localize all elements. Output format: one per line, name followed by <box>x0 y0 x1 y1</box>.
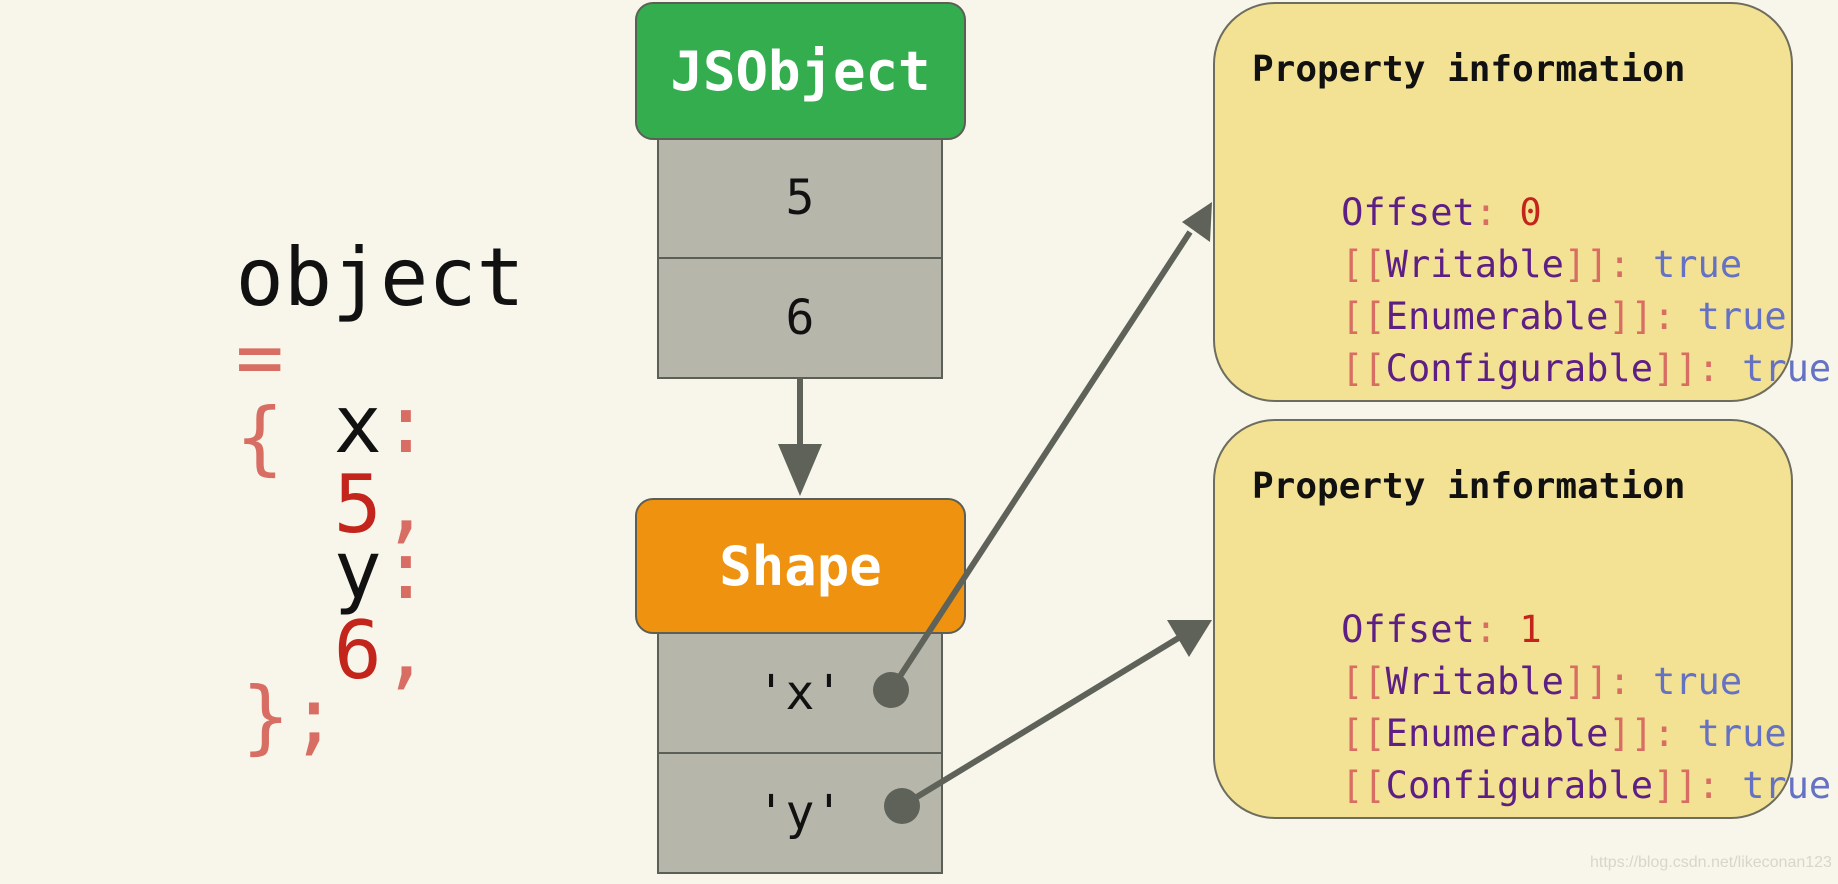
jsobject-header: JSObject <box>635 2 966 140</box>
panel-offset-line: Offset: 0 <box>1252 157 1542 268</box>
panel-title: Property information <box>1252 49 1686 90</box>
configurable-label: Configurable <box>1385 764 1653 807</box>
code-line-2: x: 5, <box>141 305 430 625</box>
code-key-y: y <box>333 524 382 617</box>
configurable-close-brackets: ]]: <box>1652 764 1743 807</box>
code-key-x: x <box>333 378 382 471</box>
shape-slot-key-y: 'y' <box>657 752 943 874</box>
panel-offset-line: Offset: 1 <box>1252 574 1542 685</box>
enumerable-label: Enumerable <box>1385 295 1609 338</box>
writable-open-brackets: [[ <box>1341 660 1386 703</box>
writable-open-brackets: [[ <box>1341 243 1386 286</box>
configurable-value: true <box>1742 347 1832 390</box>
code-comma: , <box>381 604 430 697</box>
offset-colon: : <box>1474 191 1520 234</box>
panel-configurable-line: [[Configurable]]: true <box>1252 730 1831 841</box>
configurable-label: Configurable <box>1385 347 1653 390</box>
shape-header: Shape <box>635 498 966 634</box>
code-colon: : <box>381 524 430 617</box>
panel-title: Property information <box>1252 466 1686 507</box>
jsobject-slot-value-0: 5 <box>657 137 943 259</box>
shape-slot-key-x: 'x' <box>657 632 943 754</box>
enumerable-open-brackets: [[ <box>1341 712 1386 755</box>
code-comma: , <box>381 458 430 551</box>
code-line-4: }; <box>49 597 338 837</box>
enumerable-open-brackets: [[ <box>1341 295 1386 338</box>
code-assign-operator: = <box>235 311 284 404</box>
configurable-open-brackets: [[ <box>1341 764 1386 807</box>
panel-configurable-line: [[Configurable]]: true <box>1252 313 1831 424</box>
enumerable-value: true <box>1697 295 1787 338</box>
code-line-3: y: 6, <box>141 451 430 771</box>
watermark-url: https://blog.csdn.net/likeconan123 <box>1590 854 1832 871</box>
jsobject-slot-value-1: 6 <box>657 257 943 379</box>
offset-label: Offset <box>1341 191 1475 234</box>
code-open-brace: { <box>235 391 284 484</box>
writable-close-brackets: ]]: <box>1563 243 1653 286</box>
writable-close-brackets: ]]: <box>1563 660 1653 703</box>
code-value-6: 6 <box>333 604 382 697</box>
offset-value: 0 <box>1519 191 1542 234</box>
code-colon: : <box>381 378 430 471</box>
panel-enumerable-line: [[Enumerable]]: true <box>1252 678 1787 789</box>
property-info-panel-y: Property information Offset: 1 [[Writabl… <box>1213 419 1831 819</box>
configurable-value: true <box>1742 764 1832 807</box>
code-line-1: object = { <box>43 158 525 558</box>
offset-value: 1 <box>1519 608 1542 651</box>
jsobject-title: JSObject <box>670 39 931 103</box>
panel-writable-line: [[Writable]]: true <box>1252 626 1742 737</box>
writable-label: Writable <box>1385 660 1564 703</box>
code-close-brace: }; <box>241 670 338 763</box>
panel-writable-line: [[Writable]]: true <box>1252 209 1742 320</box>
jsobject-slot-value-0-text: 5 <box>785 170 815 226</box>
enumerable-close-brackets: ]]: <box>1608 295 1698 338</box>
panel-enumerable-line: [[Enumerable]]: true <box>1252 261 1787 372</box>
writable-value: true <box>1653 660 1743 703</box>
enumerable-value: true <box>1697 712 1787 755</box>
enumerable-close-brackets: ]]: <box>1608 712 1698 755</box>
property-info-panel-x: Property information Offset: 0 [[Writabl… <box>1213 2 1831 402</box>
shape-title: Shape <box>719 534 882 598</box>
offset-label: Offset <box>1341 608 1475 651</box>
shape-key-y-text: 'y' <box>756 785 844 841</box>
shape-key-x-text: 'x' <box>756 665 844 721</box>
jsobject-to-shape-arrow <box>778 378 822 496</box>
enumerable-label: Enumerable <box>1385 712 1609 755</box>
configurable-open-brackets: [[ <box>1341 347 1386 390</box>
writable-value: true <box>1653 243 1743 286</box>
code-value-5: 5 <box>333 458 382 551</box>
code-identifier: object <box>235 231 525 324</box>
offset-colon: : <box>1474 608 1520 651</box>
writable-label: Writable <box>1385 243 1564 286</box>
jsobject-slot-value-1-text: 6 <box>785 290 815 346</box>
configurable-close-brackets: ]]: <box>1652 347 1743 390</box>
